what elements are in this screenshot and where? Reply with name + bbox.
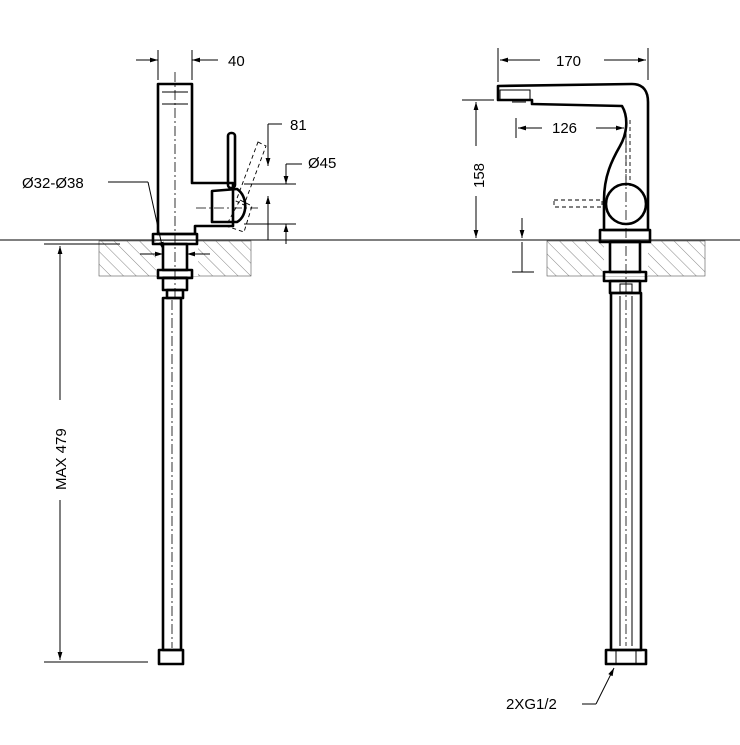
dim-body-diameter: Ø45 bbox=[308, 155, 336, 172]
side-faucet-body bbox=[156, 82, 235, 236]
dim-top-depth: 40 bbox=[228, 53, 245, 70]
side-hose-fitting bbox=[157, 648, 185, 666]
front-lever-alt bbox=[553, 199, 603, 208]
dim-lever-offset: 81 bbox=[290, 117, 307, 134]
dim-connection: 2XG1/2 bbox=[506, 696, 557, 713]
front-aerator bbox=[499, 89, 531, 101]
dim-spout-reach: 126 bbox=[552, 120, 577, 137]
front-view: 170 126 158 2XG1/2 bbox=[462, 48, 706, 713]
dim-spout-height: 158 bbox=[471, 163, 488, 188]
dim-hole-diameter: Ø32-Ø38 bbox=[22, 175, 84, 192]
dim-spout-total: 170 bbox=[556, 53, 581, 70]
side-lever bbox=[226, 131, 237, 190]
front-hose-fitting bbox=[604, 648, 648, 666]
dim-hose-length: MAX 479 bbox=[53, 428, 70, 490]
side-lever-alt bbox=[235, 141, 267, 206]
side-view: 40 81 Ø45 Ø32-Ø38 MAX 479 bbox=[22, 50, 336, 666]
front-spout-body bbox=[496, 82, 650, 232]
side-cartridge bbox=[210, 187, 247, 224]
